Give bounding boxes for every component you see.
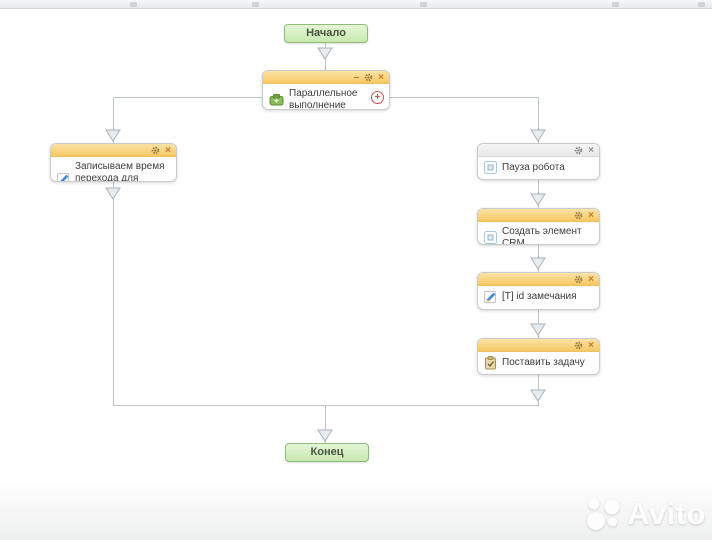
end-node: Конец — [285, 443, 369, 462]
gear-icon[interactable] — [574, 211, 583, 220]
toolbar-glyph — [612, 2, 619, 7]
arrow-down-icon — [530, 389, 546, 402]
task-icon — [485, 356, 496, 370]
node-label: Создать элемент CRM — [502, 226, 582, 245]
arrow-down-icon — [105, 129, 121, 142]
node-header: – × — [263, 71, 389, 84]
gear-icon[interactable] — [574, 341, 583, 350]
avito-logo-icon — [587, 498, 620, 530]
gear-icon[interactable] — [151, 146, 160, 155]
toolbar-strip — [0, 0, 712, 9]
toolbar-glyph — [130, 2, 137, 7]
arrow-down-icon — [105, 187, 121, 200]
node-pause-robot[interactable]: × Пауза робота — [477, 143, 600, 180]
close-icon[interactable]: × — [588, 273, 594, 285]
node-remark-id[interactable]: × [T] id замечания — [477, 272, 600, 310]
close-icon[interactable]: × — [165, 144, 171, 156]
pause-icon — [484, 161, 497, 174]
close-icon[interactable]: × — [588, 209, 594, 221]
gear-icon[interactable] — [364, 73, 373, 82]
connector-left-down — [113, 182, 114, 405]
toolbar-glyph — [698, 2, 705, 7]
gear-icon[interactable] — [574, 146, 583, 155]
arrow-down-icon — [530, 257, 546, 270]
connector-join-h — [113, 405, 539, 406]
close-icon[interactable]: × — [588, 339, 594, 351]
node-parallel-execution[interactable]: – × Параллельное выполнение + — [262, 70, 390, 110]
node-header: × — [478, 144, 599, 157]
add-activity-button[interactable]: + — [371, 91, 384, 104]
arrow-down-icon — [317, 429, 333, 442]
close-icon[interactable]: × — [378, 71, 384, 83]
connector-left-branch-v — [113, 97, 114, 143]
start-node: Начало — [284, 24, 368, 43]
edit-document-icon — [57, 173, 69, 181]
toolbar-glyph — [420, 2, 427, 7]
node-create-crm-element[interactable]: × Создать элемент CRM — [477, 208, 600, 245]
bottom-band — [0, 480, 712, 540]
connector-right-branch-h — [390, 97, 538, 98]
connector-end — [325, 405, 326, 443]
crm-element-icon — [484, 231, 497, 244]
node-header: × — [51, 144, 176, 157]
toolbar-glyph — [252, 2, 259, 7]
minimize-icon[interactable]: – — [353, 71, 360, 83]
arrow-down-icon — [317, 47, 333, 60]
connector-right-branch-v — [538, 97, 539, 143]
connector-left-branch-h — [113, 97, 262, 98]
node-label: Поставить задачу — [502, 357, 585, 369]
avito-watermark: Avito — [584, 494, 706, 534]
node-header: × — [478, 273, 599, 286]
gear-icon[interactable] — [574, 275, 583, 284]
parallel-icon — [269, 93, 284, 106]
node-label: Записываем время перехода для отчета — [75, 161, 165, 182]
node-header: × — [478, 339, 599, 352]
arrow-down-icon — [530, 129, 546, 142]
node-set-task[interactable]: × Поставить задачу — [477, 338, 600, 375]
node-label: [T] id замечания — [502, 290, 577, 302]
end-node-label: Конец — [310, 446, 344, 458]
close-icon[interactable]: × — [588, 144, 594, 156]
node-label: Пауза робота — [502, 161, 565, 173]
arrow-down-icon — [530, 323, 546, 336]
start-node-label: Начало — [306, 27, 346, 39]
arrow-down-icon — [530, 193, 546, 206]
node-record-transition-time[interactable]: × Записываем время перехода для отчета — [50, 143, 177, 182]
edit-document-icon — [484, 291, 496, 303]
node-header: × — [478, 209, 599, 222]
watermark-text: Avito — [627, 496, 706, 531]
node-label: Параллельное выполнение — [289, 88, 358, 110]
